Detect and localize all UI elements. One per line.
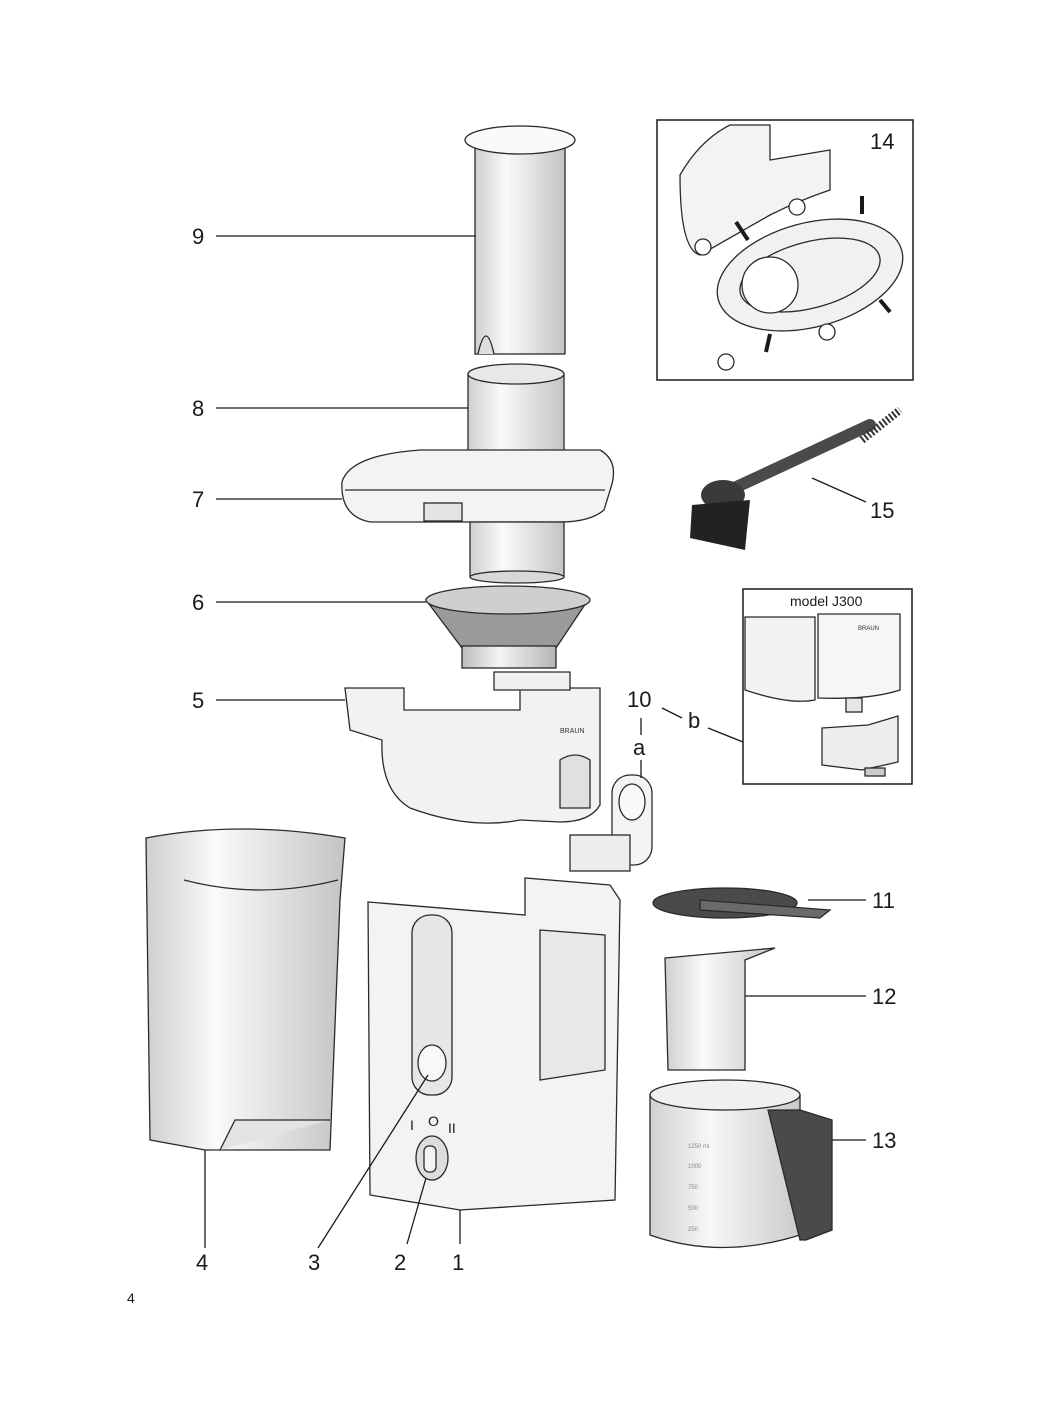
- callout-1: 1: [452, 1250, 464, 1275]
- pulp-container: [145, 828, 346, 1151]
- inset-brand-logo: BRAUN: [858, 626, 879, 632]
- inset-model-j300: model J300 BRAUN: [742, 588, 913, 785]
- page-number: 4: [127, 1290, 135, 1306]
- jug-scale-250: 250: [688, 1227, 699, 1233]
- jug-scale-500: 500: [688, 1206, 699, 1212]
- callout-5: 5: [192, 688, 204, 713]
- inset-cord-storage: 14: [656, 119, 914, 381]
- callout-14: 14: [870, 129, 894, 154]
- switch-pos-2: II: [448, 1120, 456, 1136]
- leader-10b-a: [661, 707, 683, 719]
- brand-logo: BRAUN: [560, 728, 585, 735]
- froth-separator: [664, 947, 776, 1071]
- callout-15: 15: [870, 498, 894, 523]
- juice-jug: 1250 ml 1000 750 500 250: [649, 1079, 833, 1249]
- safety-lock-button: [417, 1044, 447, 1082]
- callout-4: 4: [196, 1250, 208, 1275]
- callout-3: 3: [308, 1250, 320, 1275]
- callout-12: 12: [872, 984, 896, 1009]
- callout-2: 2: [394, 1250, 406, 1275]
- leader-2: [406, 1177, 427, 1245]
- leader-15: [811, 477, 867, 503]
- jug-scale-1000: 1000: [688, 1164, 702, 1170]
- juicer-lid: [341, 363, 615, 584]
- callout-6: 6: [192, 590, 204, 615]
- juice-collector: BRAUN: [344, 671, 601, 824]
- jug-lid: [652, 887, 832, 919]
- callout-8: 8: [192, 396, 204, 421]
- jug-scale-1250: 1250 ml: [688, 1144, 709, 1150]
- switch-pos-0: O: [428, 1113, 439, 1129]
- callout-11: 11: [872, 888, 895, 913]
- callout-13: 13: [872, 1128, 896, 1153]
- callout-7: 7: [192, 487, 204, 512]
- juice-spout: [569, 774, 653, 872]
- leader-3: [317, 1074, 429, 1249]
- food-pusher: [464, 125, 576, 355]
- callout-10b: b: [688, 708, 700, 733]
- motor-base: I O II: [367, 877, 621, 1211]
- filter-basket: [424, 585, 591, 669]
- cleaning-brush: [690, 406, 903, 550]
- inset-title: model J300: [790, 593, 863, 609]
- callout-10a: a: [633, 735, 646, 760]
- callout-10: 10: [627, 687, 651, 712]
- callout-9: 9: [192, 224, 204, 249]
- switch-pos-1: I: [410, 1117, 414, 1133]
- jug-scale-750: 750: [688, 1185, 699, 1191]
